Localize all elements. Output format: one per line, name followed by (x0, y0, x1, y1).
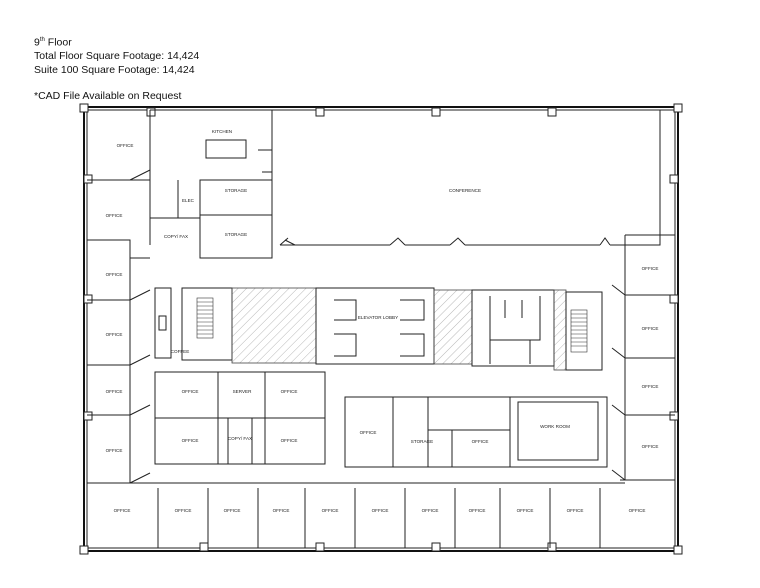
room-office-6: OFFICE (106, 448, 123, 453)
room-office-b6: OFFICE (372, 508, 389, 513)
room-server: SERVER (233, 389, 252, 394)
room-conference: CONFERENCE (449, 188, 481, 193)
room-office-b5: OFFICE (322, 508, 339, 513)
room-office-b11: OFFICE (629, 508, 646, 513)
room-copy-fax-2: COPY/ FAX (228, 436, 252, 441)
lower-right-cluster (344, 396, 608, 468)
right-offices (611, 234, 675, 481)
room-office-4: OFFICE (106, 332, 123, 337)
room-storage-2: STORAGE (225, 232, 247, 237)
room-office-b10: OFFICE (567, 508, 584, 513)
room-work-room: WORK ROOM (540, 424, 570, 429)
building-outline (83, 106, 679, 552)
room-office-b3: OFFICE (224, 508, 241, 513)
room-office-b4: OFFICE (273, 508, 290, 513)
room-office-b7: OFFICE (422, 508, 439, 513)
room-elevator-lobby: ELEVATOR LOBBY (358, 315, 398, 320)
room-office-b8: OFFICE (469, 508, 486, 513)
suite-square-footage: Suite 100 Square Footage: 14,424 (34, 63, 195, 76)
room-office-8: OFFICE (642, 326, 659, 331)
room-kitchen: KITCHEN (212, 129, 232, 134)
room-office-10: OFFICE (642, 444, 659, 449)
room-elec: ELEC (182, 198, 195, 203)
building-inner-outline (86, 109, 676, 549)
room-office-9: OFFICE (642, 384, 659, 389)
left-offices (87, 110, 151, 484)
room-storage-1: STORAGE (225, 188, 247, 193)
room-office-7: OFFICE (642, 266, 659, 271)
room-office-3: OFFICE (106, 272, 123, 277)
lower-left-cluster (154, 371, 326, 465)
room-copy-fax-1: COPY/ FAX (164, 234, 188, 239)
room-office-5: OFFICE (106, 389, 123, 394)
conference-room (271, 110, 661, 246)
room-coffee: COFFEE (171, 349, 190, 354)
room-office-2: OFFICE (106, 213, 123, 218)
room-office-12: OFFICE (281, 389, 298, 394)
room-office-11: OFFICE (182, 389, 199, 394)
room-office-b1: OFFICE (114, 508, 131, 513)
room-office-b2: OFFICE (175, 508, 192, 513)
plan-header: 9th Floor Total Floor Square Footage: 14… (34, 34, 199, 104)
bottom-offices (87, 482, 625, 548)
room-office-14: OFFICE (281, 438, 298, 443)
total-square-footage: Total Floor Square Footage: 14,424 (34, 50, 200, 62)
room-office-16: OFFICE (472, 439, 489, 444)
room-storage-3: STORAGE (411, 439, 433, 444)
room-office-15: OFFICE (360, 430, 377, 435)
room-office-13: OFFICE (182, 438, 199, 443)
cad-note: *CAD File Available on Request (34, 90, 182, 102)
floor-title: 9th Floor (34, 36, 72, 49)
building-core (154, 287, 603, 371)
columns (79, 103, 683, 555)
room-office-b9: OFFICE (517, 508, 534, 513)
room-office-1: OFFICE (117, 143, 134, 148)
